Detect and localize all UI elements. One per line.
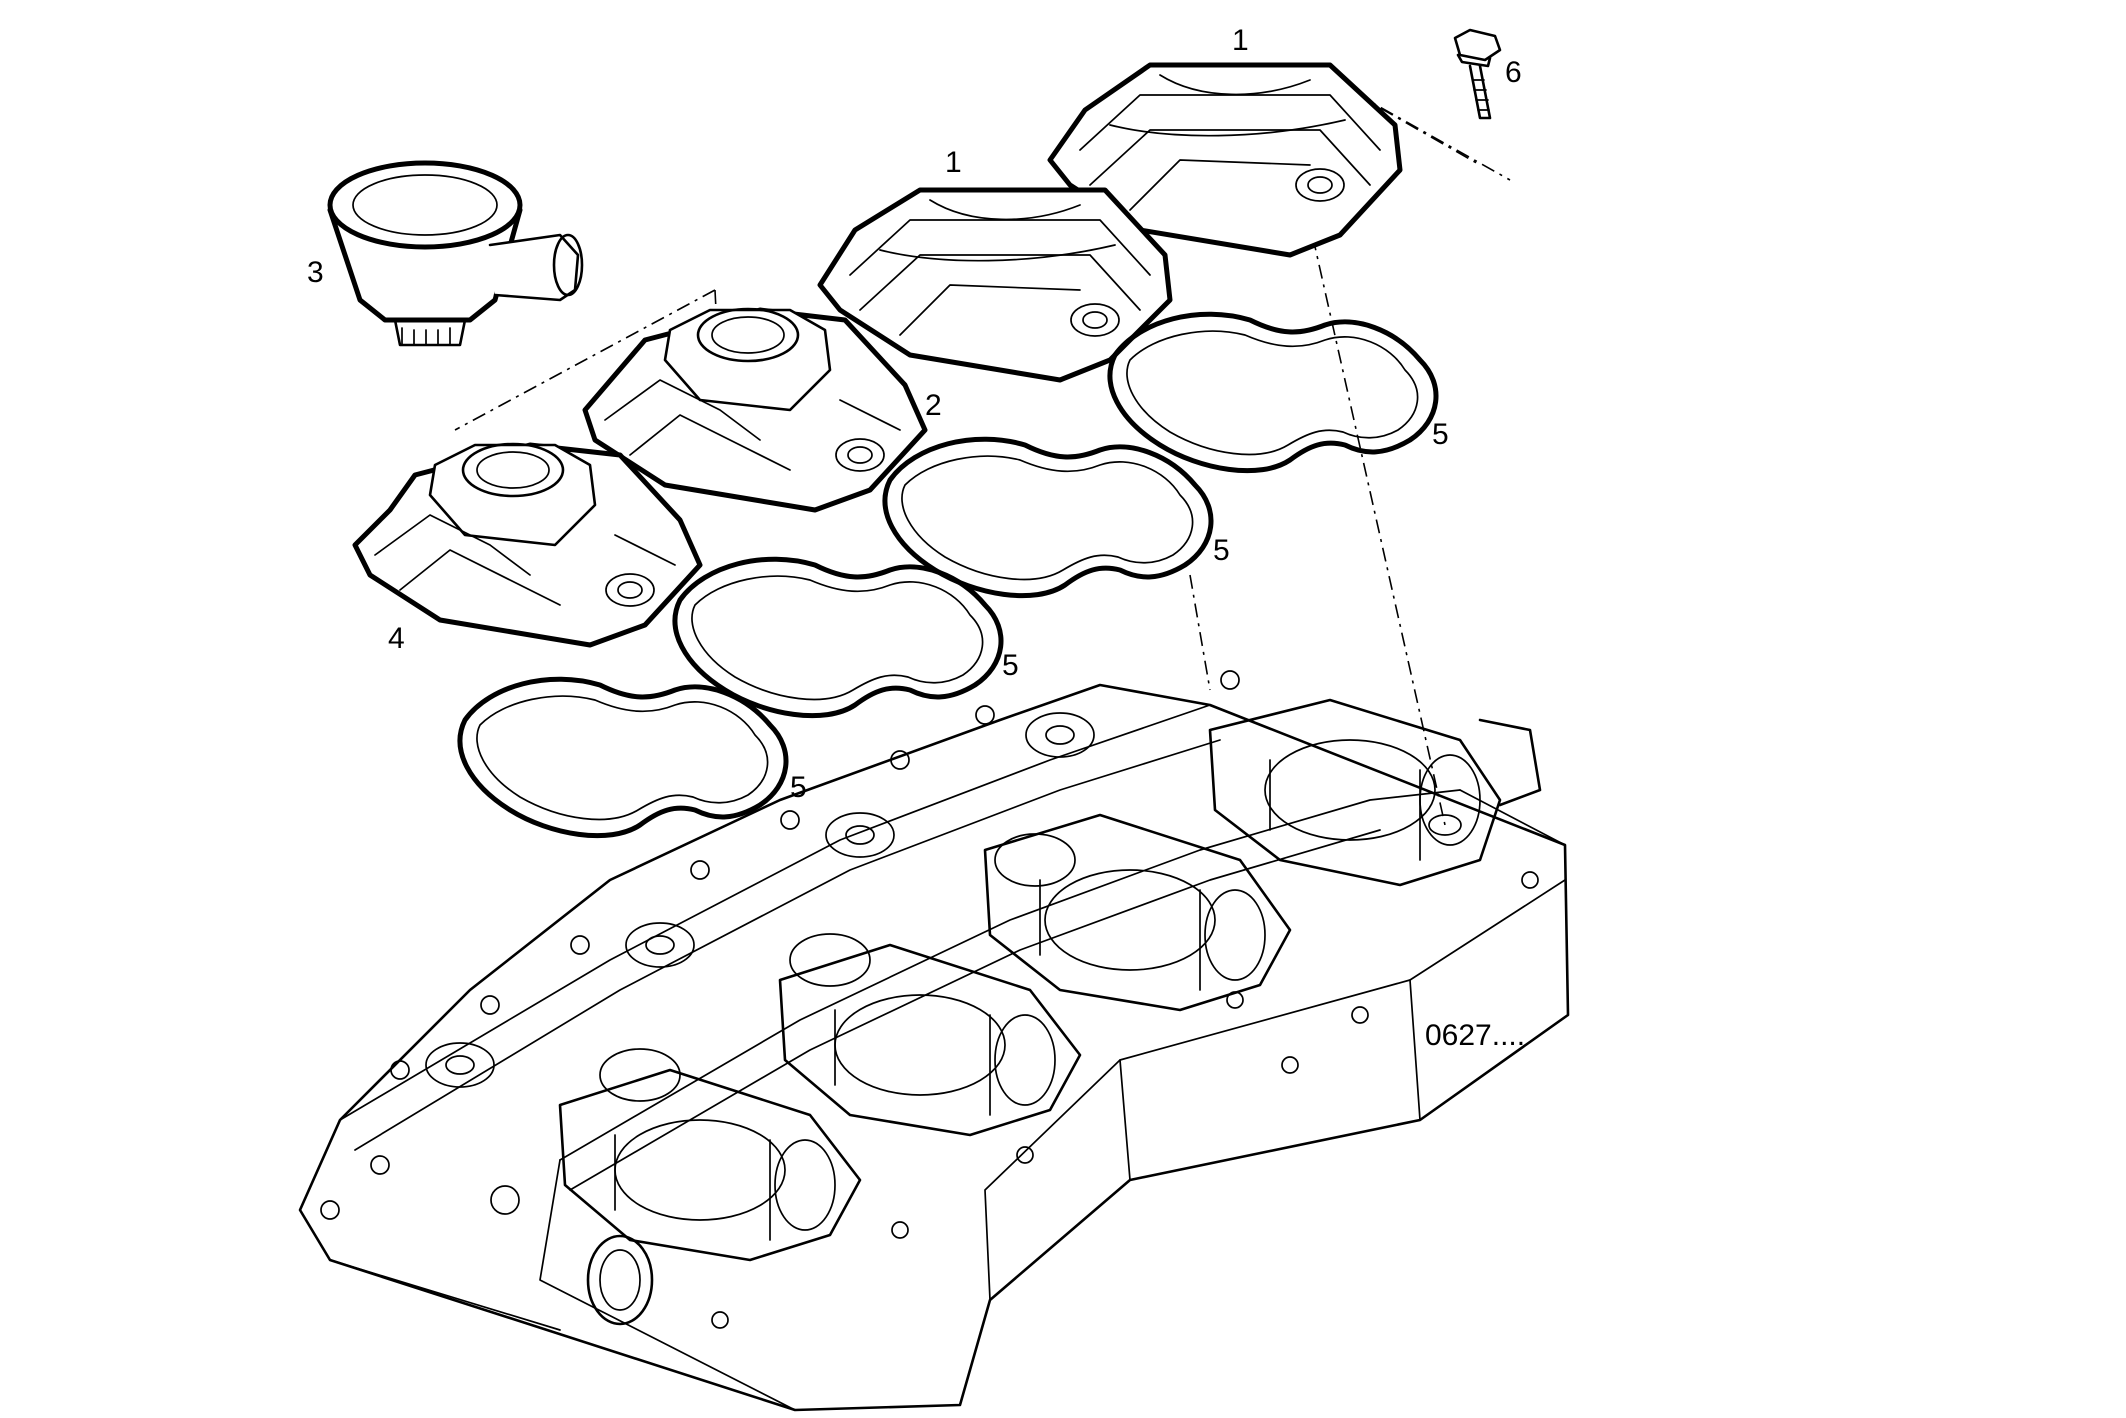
callout-1-front-cover: 1 bbox=[945, 146, 962, 179]
valve-cover-2 bbox=[582, 307, 928, 513]
callout-5-gasket-b: 5 bbox=[1213, 534, 1230, 567]
injector-bores bbox=[425, 712, 1095, 1102]
valve-cover-4 bbox=[352, 442, 703, 648]
cam-pocket-4 bbox=[558, 1068, 862, 1262]
end-port bbox=[586, 1234, 654, 1326]
valve-cover-1-rear bbox=[1047, 62, 1403, 258]
drawing-code: 0627.... bbox=[1425, 1019, 1525, 1052]
gasket-5a bbox=[1107, 311, 1439, 474]
callout-5-gasket-c: 5 bbox=[1002, 649, 1019, 682]
callout-5-gasket-a: 5 bbox=[1432, 418, 1449, 451]
bolt-holes bbox=[320, 670, 1539, 1329]
cylinder-head bbox=[298, 670, 1570, 1412]
callout-4-cover: 4 bbox=[388, 622, 405, 655]
bolt-6 bbox=[1453, 28, 1502, 120]
cam-pocket-3 bbox=[778, 943, 1082, 1137]
callout-6-bolt: 6 bbox=[1505, 56, 1522, 89]
callout-labels: 1 1 2 3 4 5 5 5 5 6 bbox=[307, 24, 1522, 804]
valve-cover-1-front bbox=[817, 187, 1173, 383]
callout-5-gasket-d: 5 bbox=[790, 771, 807, 804]
right-end-boss bbox=[1428, 718, 1542, 836]
gasket-5d bbox=[457, 676, 789, 839]
callout-1-rear-cover: 1 bbox=[1232, 24, 1249, 57]
cam-pocket-1 bbox=[1208, 698, 1502, 887]
callout-2-cover: 2 bbox=[925, 389, 942, 422]
cam-pocket-2 bbox=[983, 813, 1292, 1012]
breather-3 bbox=[327, 160, 584, 347]
callout-3-breather: 3 bbox=[307, 256, 324, 289]
